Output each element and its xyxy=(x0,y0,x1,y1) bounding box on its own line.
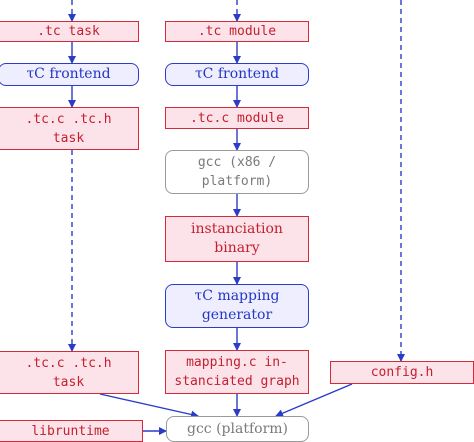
gcc-platform-label: gcc (platform) xyxy=(186,420,288,437)
config-h-node: config.h xyxy=(330,361,474,384)
tcc-tch-task-bottom-node: .tc.c .tc.h task xyxy=(0,351,139,394)
frontend-left-label: τC frontend xyxy=(26,66,111,82)
arrow-tcc-task-to-gcc-platform xyxy=(99,393,199,419)
tcc-module-node: .tc.c module xyxy=(165,107,309,129)
tcc-module-label: .tc.c module xyxy=(190,110,284,126)
tc-task-node: .tc task xyxy=(0,21,139,42)
instanciation-binary-node: instanciation binary xyxy=(165,216,309,262)
tcc-tch-task-top-label: .tc.c .tc.h task xyxy=(25,111,112,146)
tcc-tch-task-top-node: .tc.c .tc.h task xyxy=(0,107,139,150)
mapping-generator-label: τC mapping generator xyxy=(194,288,280,323)
tc-task-label: .tc task xyxy=(37,24,100,39)
libruntime-node: libruntime xyxy=(0,420,143,442)
mapping-c-node: mapping.c in- stanciated graph xyxy=(165,350,309,394)
instanciation-binary-label: instanciation binary xyxy=(191,221,283,256)
frontend-mid-label: τC frontend xyxy=(194,66,280,82)
gcc-platform-node: gcc (platform) xyxy=(166,416,309,442)
tc-module-node: .tc module xyxy=(165,21,309,42)
config-h-label: config.h xyxy=(370,365,434,380)
mapping-c-label: mapping.c in- stanciated graph xyxy=(174,355,300,389)
tcc-tch-task-bottom-label: .tc.c .tc.h task xyxy=(25,355,112,390)
tc-module-label: .tc module xyxy=(197,24,277,39)
gcc-x86-node: gcc (x86 / platform) xyxy=(165,150,309,194)
libruntime-label: libruntime xyxy=(31,423,110,439)
frontend-mid-node: τC frontend xyxy=(165,63,309,86)
mapping-generator-node: τC mapping generator xyxy=(165,284,309,328)
frontend-left-node: τC frontend xyxy=(0,63,139,86)
gcc-x86-label: gcc (x86 / platform) xyxy=(197,155,277,189)
arrow-config-to-gcc-platform xyxy=(275,383,353,417)
